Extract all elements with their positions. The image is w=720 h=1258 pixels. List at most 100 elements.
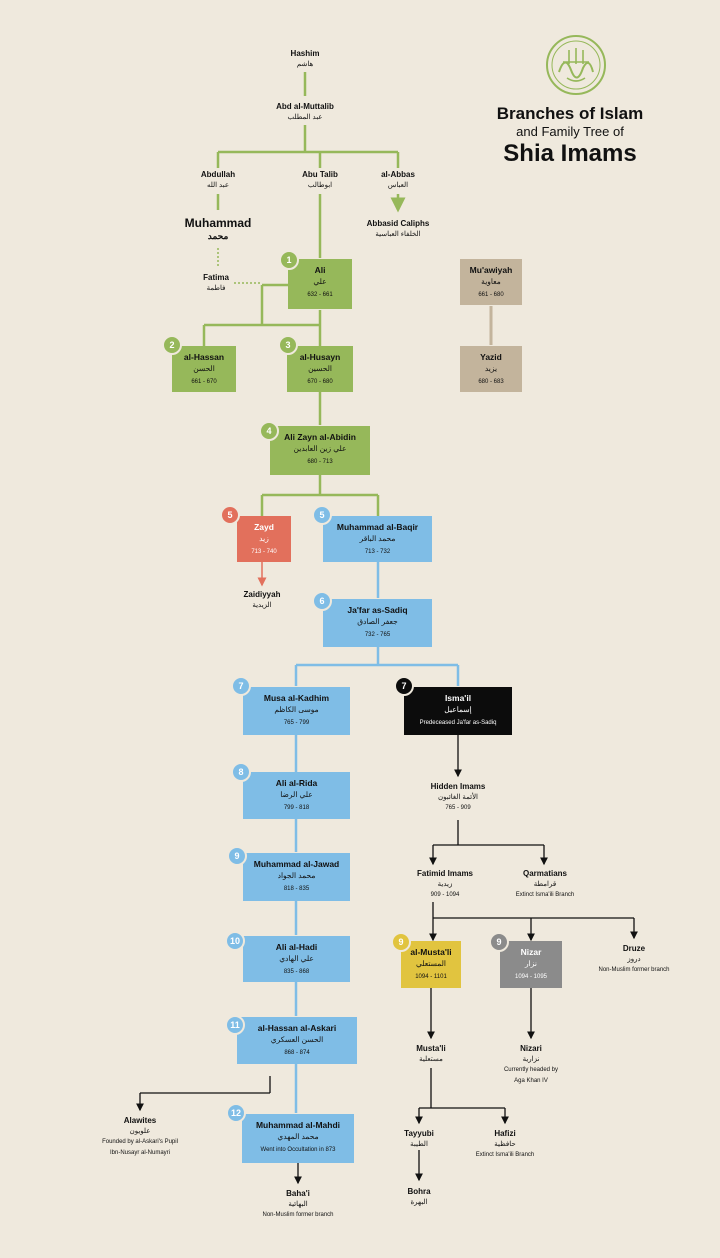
box-arabic: الحسن العسكري bbox=[270, 1035, 324, 1044]
node-arabic: عبد المطلب bbox=[287, 114, 323, 121]
title-line-3: Shia Imams bbox=[503, 140, 637, 167]
box-name: Ja'far as-Sadiq bbox=[347, 605, 408, 615]
node-arabic: الخلفاء العباسية bbox=[375, 231, 421, 238]
node-name: Druze bbox=[622, 944, 646, 953]
blue-lines bbox=[294, 562, 460, 1113]
node-arabic: دروز bbox=[627, 956, 641, 963]
imam-number-badge: 5 bbox=[220, 505, 240, 525]
node-name: Qarmatians bbox=[522, 869, 568, 878]
green-lines bbox=[202, 72, 406, 516]
imam-number-badge: 4 bbox=[259, 421, 279, 441]
box-dates: 661 - 670 bbox=[191, 379, 217, 385]
node-note: Non-Muslim former branch bbox=[262, 1212, 334, 1218]
imam-number-badge: 9 bbox=[391, 932, 411, 952]
node-arabic: زيدية bbox=[437, 881, 453, 888]
box-al-hassan-al-askari: al-Hassan al-Askari الحسن العسكري 868 - … bbox=[237, 1017, 357, 1064]
node-muhammad: Muhammad محمد bbox=[185, 215, 252, 242]
box-al-hassan: al-Hassan الحسن 661 - 670 bbox=[172, 346, 236, 392]
node-name: Hafizi bbox=[494, 1129, 516, 1138]
node-arabic: البهائية bbox=[288, 1201, 308, 1208]
node-arabic: مستعلية bbox=[419, 1056, 443, 1063]
box-jafar-as-sadiq: Ja'far as-Sadiq جعفر الصادق 732 - 765 bbox=[323, 599, 432, 647]
box-name: Muhammad al-Baqir bbox=[336, 522, 419, 532]
node-arabic: البهرة bbox=[410, 1199, 428, 1206]
node-bahai: Baha'i البهائية Non-Muslim former branch bbox=[262, 1188, 333, 1221]
box-arabic: محمد الباقر bbox=[359, 534, 396, 543]
node-hashim: Hashim هاشم bbox=[291, 48, 320, 70]
node-arabic: علويون bbox=[129, 1128, 151, 1135]
node-name: Abd al-Muttalib bbox=[276, 102, 334, 111]
node-bohra: Bohra البهرة bbox=[407, 1186, 430, 1208]
node-abu-talib: Abu Talib ابوطالب bbox=[302, 169, 338, 191]
node-name: Musta'li bbox=[416, 1044, 446, 1053]
box-ali-al-hadi: Ali al-Hadi علي الهادي 835 - 868 bbox=[243, 936, 350, 982]
node-arabic: حافظية bbox=[494, 1141, 516, 1148]
box-dates: 1094 - 1095 bbox=[514, 974, 548, 980]
box-arabic: علي الرضا bbox=[280, 790, 313, 799]
node-arabic: عبد الله bbox=[206, 182, 230, 189]
node-name: Fatimid Imams bbox=[416, 869, 474, 878]
imam-number-badge: 3 bbox=[278, 335, 298, 355]
node-name: Nizari bbox=[520, 1044, 542, 1053]
imam-number-badge: 2 bbox=[162, 335, 182, 355]
box-arabic: يزيد bbox=[484, 364, 498, 373]
box-name: al-Hassan bbox=[183, 352, 225, 362]
node-name: Abu Talib bbox=[302, 170, 338, 179]
box-name: al-Musta'li bbox=[410, 947, 452, 957]
node-fatimid-imams: Fatimid Imams زيدية 909 - 1094 bbox=[417, 868, 473, 901]
node-note-2: Aga Khan IV bbox=[514, 1078, 548, 1084]
imam-number-badge: 5 bbox=[312, 505, 332, 525]
box-arabic: جعفر الصادق bbox=[357, 617, 398, 626]
node-name: Zaidiyyah bbox=[243, 590, 281, 599]
box-muawiyah: Mu'awiyah معاوية 661 - 680 bbox=[460, 259, 522, 305]
imam-number-badge: 1 bbox=[279, 250, 299, 270]
box-arabic: محمد المهدي bbox=[277, 1132, 319, 1141]
box-name: Musa al-Kadhim bbox=[263, 693, 330, 703]
node-abd-al-muttalib: Abd al-Muttalib عبد المطلب bbox=[276, 101, 334, 123]
node-arabic: الطيبة bbox=[410, 1141, 428, 1148]
box-muhammad-al-baqir: Muhammad al-Baqir محمد الباقر 713 - 732 bbox=[323, 516, 432, 562]
chart-title: Branches of Islam and Family Tree of Shi… bbox=[470, 104, 670, 168]
imam-number-badge: 12 bbox=[226, 1103, 246, 1123]
box-arabic: علي bbox=[313, 277, 327, 286]
box-dates: 680 - 683 bbox=[478, 379, 504, 385]
imam-number-badge: 6 bbox=[312, 591, 332, 611]
node-alawites: Alawites علويون Founded by al-Askari's P… bbox=[102, 1115, 178, 1159]
node-name: al-Abbas bbox=[381, 170, 415, 179]
node-arabic: الأئمة الغائبون bbox=[437, 794, 479, 801]
box-dates: 1094 - 1101 bbox=[415, 974, 447, 980]
box-name: Ali Zayn al-Abidin bbox=[284, 432, 356, 442]
box-arabic: معاوية bbox=[481, 277, 501, 286]
box-dates: Predeceased Ja'far as-Sadiq bbox=[419, 720, 497, 726]
box-yazid: Yazid يزيد 680 - 683 bbox=[460, 346, 522, 392]
box-name: Ali bbox=[314, 265, 326, 275]
node-name: Alawites bbox=[123, 1116, 157, 1125]
box-arabic: إسماعيل bbox=[444, 705, 472, 714]
imam-number-badge: 11 bbox=[225, 1015, 245, 1035]
node-note-2: Ibn-Nusayr al-Numayri bbox=[109, 1150, 171, 1156]
imam-number-badge: 9 bbox=[227, 846, 247, 866]
box-name: Muhammad al-Mahdi bbox=[255, 1120, 341, 1130]
node-qarmatians: Qarmatians قرامطة Extinct Isma'ili Branc… bbox=[516, 868, 575, 901]
box-muhammad-al-jawad: Muhammad al-Jawad محمد الجواد 818 - 835 bbox=[243, 853, 350, 901]
node-arabic: هاشم bbox=[296, 61, 314, 68]
node-mustali-sect: Musta'li مستعلية bbox=[416, 1043, 445, 1065]
box-dates: 868 - 874 bbox=[284, 1050, 310, 1056]
node-arabic: قرامطة bbox=[533, 881, 557, 888]
box-ali: Ali علي 632 - 661 bbox=[288, 259, 352, 309]
node-al-abbas: al-Abbas العباس bbox=[381, 169, 415, 191]
node-abbasid-caliphs: Abbasid Caliphs الخلفاء العباسية bbox=[367, 218, 430, 240]
box-name: Yazid bbox=[480, 352, 502, 362]
box-musa-al-kadhim: Musa al-Kadhim موسى الكاظم 765 - 799 bbox=[243, 687, 350, 735]
box-dates: 799 - 818 bbox=[283, 805, 310, 811]
node-dates: 909 - 1094 bbox=[430, 892, 460, 898]
imam-number-badge: 7 bbox=[231, 676, 251, 696]
node-fatima: Fatima فاطمة bbox=[203, 272, 229, 294]
node-name: Hashim bbox=[290, 49, 320, 58]
node-arabic: الزيدية bbox=[252, 602, 272, 609]
node-tayyubi: Tayyubi الطيبة bbox=[404, 1128, 434, 1150]
node-arabic: ابوطالب bbox=[307, 182, 333, 189]
imam-number-badge: 8 bbox=[231, 762, 251, 782]
node-dates: 765 - 909 bbox=[445, 805, 471, 811]
